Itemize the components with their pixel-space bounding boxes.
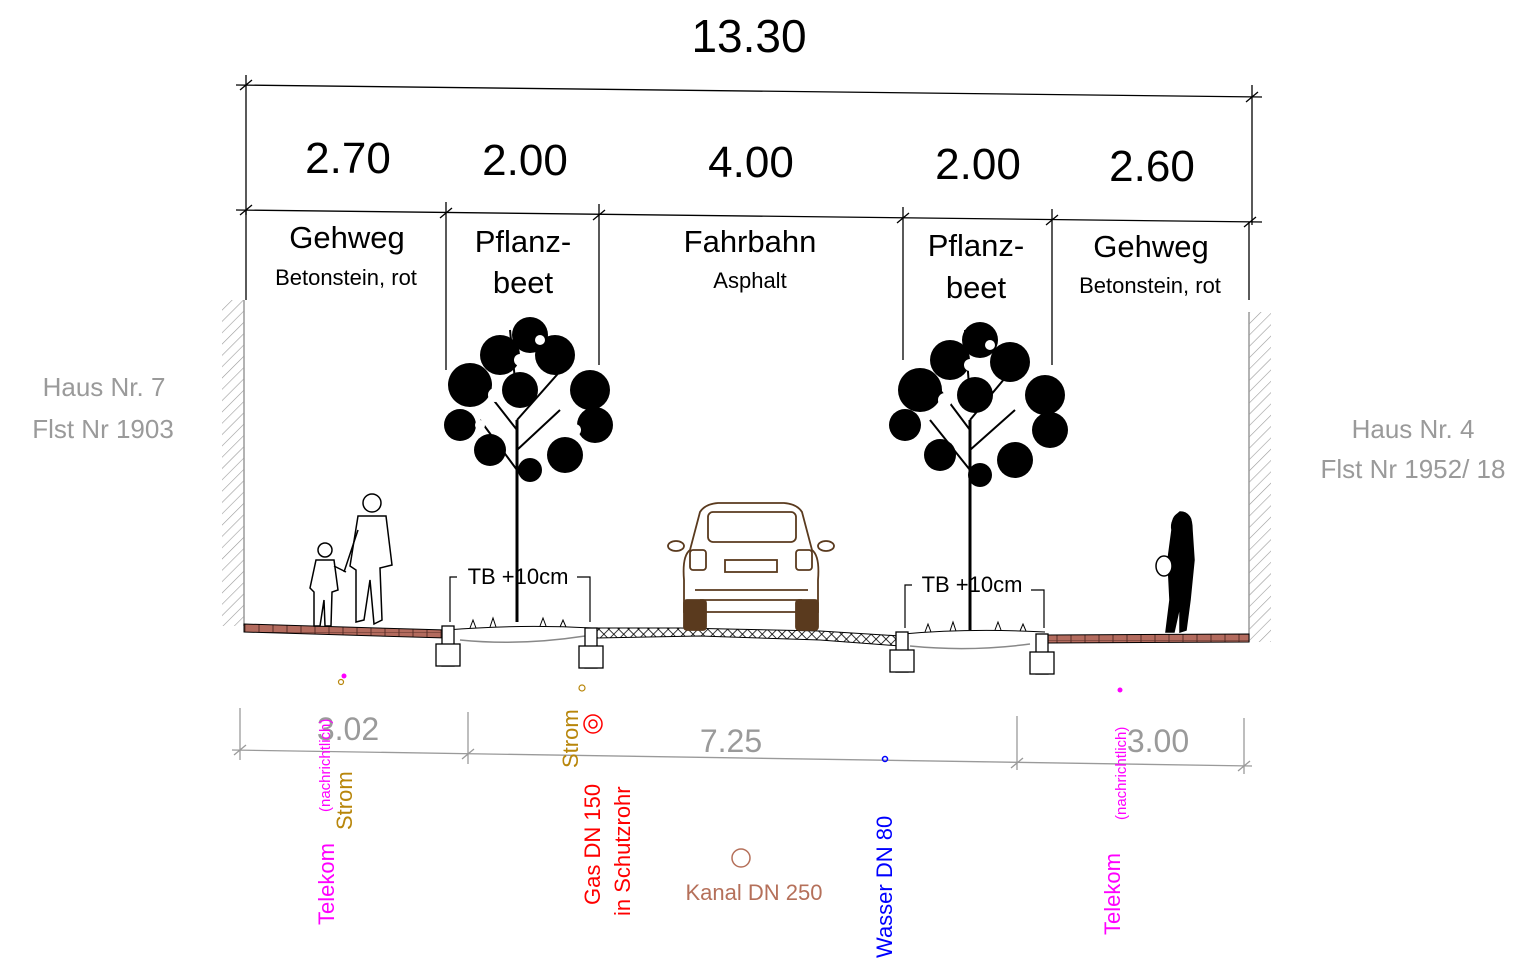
utility-telekom-right: Telekom (nachrichtlich): [1100, 687, 1130, 935]
grass: [469, 616, 1027, 633]
zone-name-pflanzbeet-left-2: beet: [493, 265, 554, 300]
lot-left-line1: Haus Nr. 7: [43, 372, 166, 402]
segment-width-label: 2.00: [482, 136, 568, 185]
utility-kanal: Kanal DN 250: [686, 848, 823, 905]
utility-wasser: Wasser DN 80: [872, 755, 897, 958]
woman-pedestrian: [1155, 511, 1195, 634]
utility-label: Telekom: [314, 843, 339, 925]
segment-width-label: 4.00: [708, 138, 794, 187]
zone-name-pflanzbeet-right-2: beet: [946, 270, 1007, 305]
tree-bed-note-right: TB +10cm: [904, 572, 1045, 628]
sidewalk-left-paving: [243, 623, 447, 639]
zone-name-gehweg-right: Gehweg: [1093, 229, 1208, 264]
utility-gas: Gas DN 150 in Schutzrohr: [580, 714, 635, 916]
zone-name-gehweg-left: Gehweg: [289, 220, 404, 255]
lot-right-line1: Haus Nr. 4: [1352, 414, 1475, 444]
adult-pedestrian: [343, 493, 393, 626]
zone-material-fahrbahn: Asphalt: [713, 268, 786, 293]
bottom-dim-label: 3.02: [317, 711, 379, 747]
utility-label: Telekom: [1100, 853, 1125, 935]
curb: [889, 631, 1055, 675]
bottom-dim-label: 3.00: [1127, 723, 1189, 759]
tree-bed-note-left: TB +10cm: [449, 564, 591, 622]
zone-material-gehweg-left: Betonstein, rot: [275, 265, 417, 290]
utility-label: Gas DN 150: [580, 784, 605, 905]
tree-left: [444, 317, 613, 622]
building-wall-left: [222, 300, 245, 626]
segment-dimension-line: [235, 202, 1263, 370]
utility-note: (nachrichtlich): [1113, 727, 1130, 820]
child-pedestrian: [309, 542, 347, 627]
overall-dimension-line: [235, 75, 1263, 225]
utility-label: Kanal DN 250: [686, 880, 823, 905]
segment-width-label: 2.00: [935, 140, 1021, 189]
utility-label: Wasser DN 80: [872, 816, 897, 958]
utility-strom-left: Strom: [332, 678, 357, 830]
lot-left-line2: Flst Nr 1903: [32, 414, 174, 444]
car-rear-view: [667, 502, 835, 631]
bottom-dimension-line: [231, 708, 1253, 774]
curb: [435, 625, 604, 669]
segment-width-label: 2.60: [1109, 142, 1195, 191]
planting-bed-left-ground: [445, 625, 593, 643]
tree-bed-note-text: TB +10cm: [922, 572, 1023, 597]
tree-right: [889, 322, 1068, 630]
utility-note: (nachrichtlich): [317, 719, 334, 812]
building-wall-right: [1248, 312, 1271, 642]
bottom-dim-label: 7.25: [700, 723, 762, 759]
segment-width-label: 2.70: [305, 134, 391, 183]
lot-right-line2: Flst Nr 1952/ 18: [1321, 454, 1506, 484]
overall-width-label: 13.30: [691, 10, 806, 62]
utility-label: Strom: [558, 709, 583, 768]
zone-name-pflanzbeet-left-1: Pflanz-: [475, 224, 571, 259]
utility-label: Strom: [332, 771, 357, 830]
utility-telekom-left: Telekom (nachrichtlich): [314, 673, 347, 925]
zone-material-gehweg-right: Betonstein, rot: [1079, 273, 1221, 298]
roadway-asphalt: [596, 627, 901, 647]
planting-bed-right-ground: [902, 629, 1046, 650]
zone-name-pflanzbeet-right-1: Pflanz-: [928, 228, 1024, 263]
utility-label: in Schutzrohr: [610, 786, 635, 916]
sidewalk-right-paving: [1047, 633, 1250, 644]
utility-strom-mid: Strom: [558, 684, 586, 768]
zone-name-fahrbahn: Fahrbahn: [684, 224, 817, 259]
